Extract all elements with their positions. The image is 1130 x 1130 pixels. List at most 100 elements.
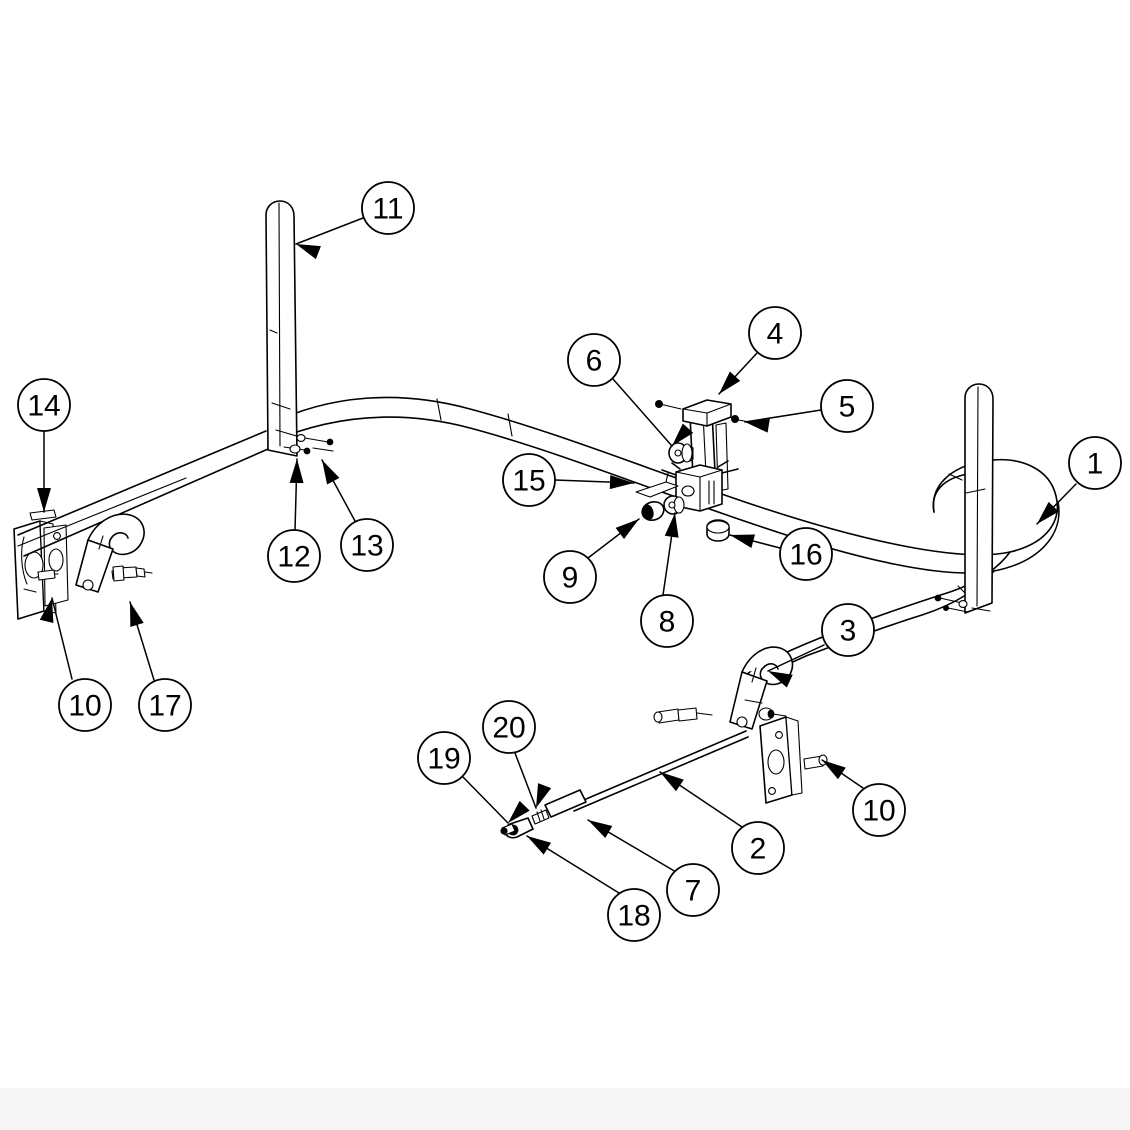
callout-balloon-10[interactable]: 10 [58,678,112,732]
leader-line-19 [461,775,509,824]
callout-balloon-7[interactable]: 7 [666,863,720,917]
leader-line-20 [514,752,537,809]
center-bracket-assembly [661,399,739,512]
callout-balloon-5[interactable]: 5 [820,379,874,433]
callout-circle-6[interactable] [567,333,621,387]
callout-balloon-10b[interactable]: 10 [852,783,906,837]
right-upright-hardware [934,594,991,613]
callout-number-10: 10 [68,690,101,723]
callout-number-10b: 10 [862,795,895,828]
callout-number-15: 15 [512,465,545,498]
leader-line-5 [744,409,822,423]
arrowhead-10 [39,598,54,623]
arrowhead-6 [672,423,694,446]
callout-balloon-18[interactable]: 18 [607,888,661,942]
right-end-bracket [759,716,803,804]
leader-line-3 [767,644,825,672]
callout-circle-11[interactable] [361,181,415,235]
block-screw-left [655,399,682,410]
callout-circle-16[interactable] [779,527,833,581]
arrowhead-11 [296,244,321,260]
block-screw-right [731,414,756,424]
callout-number-8: 8 [659,606,676,639]
leader-line-11 [295,217,364,245]
arrowhead-16 [730,534,755,548]
callout-balloon-19[interactable]: 19 [417,731,471,785]
left-upright-hardware [275,429,334,455]
callout-circle-7[interactable] [666,863,720,917]
callout-balloon-1[interactable]: 1 [1068,436,1122,490]
callout-number-13: 13 [350,530,383,563]
callout-balloon-11[interactable]: 11 [361,181,415,235]
callout-number-7: 7 [685,875,702,908]
callout-balloon-12[interactable]: 12 [267,529,321,583]
arrowhead-9 [615,519,639,540]
callout-number-12: 12 [277,541,310,574]
callout-number-6: 6 [586,345,603,378]
leader-line-6 [612,378,673,447]
arrowhead-17 [130,602,144,627]
arrowhead-15 [609,475,634,490]
callout-circle-12[interactable] [267,529,321,583]
callout-balloon-3[interactable]: 3 [821,603,875,657]
right-upright [964,383,994,614]
callout-balloon-8[interactable]: 8 [640,594,694,648]
arrowhead-3 [768,671,793,688]
callout-circle-9[interactable] [543,550,597,604]
arrowhead-1 [1037,501,1059,524]
left-shoulder-bolt [112,565,125,582]
callout-circle-3[interactable] [821,603,875,657]
callout-circle-4[interactable] [748,306,802,360]
callout-circle-8[interactable] [640,594,694,648]
arrowhead-8 [664,513,679,538]
callout-circle-5[interactable] [820,379,874,433]
callout-circle-14[interactable] [17,378,71,432]
callout-number-11: 11 [372,193,403,226]
callout-balloon-2[interactable]: 2 [731,821,785,875]
callout-number-3: 3 [840,615,857,648]
callout-circle-2[interactable] [731,821,785,875]
callout-circle-15[interactable] [502,453,556,507]
callout-balloon-6[interactable]: 6 [567,333,621,387]
right-pin-bolt [803,754,828,770]
callout-number-19: 19 [427,743,460,776]
arrowhead-5 [745,418,770,433]
callout-circle-1[interactable] [1068,436,1122,490]
callout-circle-18[interactable] [607,888,661,942]
callout-circle-20[interactable] [482,700,536,754]
callout-number-4: 4 [767,318,784,351]
callout-balloon-4[interactable]: 4 [748,306,802,360]
arrowhead-12 [289,459,304,484]
callout-number-2: 2 [750,833,767,866]
callout-circle-10[interactable] [58,678,112,732]
callout-number-14: 14 [27,390,60,423]
arrowhead-13 [322,460,340,485]
flat-bracket-plate [635,472,679,498]
callout-balloon-9[interactable]: 9 [543,550,597,604]
tie-rod-assembly [500,730,749,839]
callout-circle-19[interactable] [417,731,471,785]
callout-number-17: 17 [148,690,181,723]
hook-pivot-bolt [653,699,787,724]
callout-balloon-20[interactable]: 20 [482,700,536,754]
arrowhead-7 [588,820,613,839]
callout-circle-10b[interactable] [852,783,906,837]
callout-balloon-15[interactable]: 15 [502,453,556,507]
callout-circle-13[interactable] [340,518,394,572]
callout-number-16: 16 [789,539,822,572]
arrowhead-14 [37,488,51,512]
arrowhead-19 [508,800,530,823]
callout-balloon-16[interactable]: 16 [779,527,833,581]
callout-balloon-13[interactable]: 13 [340,518,394,572]
callout-circle-17[interactable] [138,678,192,732]
callout-number-5: 5 [839,391,856,424]
callout-balloon-14[interactable]: 14 [17,378,71,432]
callout-balloon-17[interactable]: 17 [138,678,192,732]
cap-plug [706,519,730,542]
left-upright [265,200,298,457]
arrowhead-2 [660,772,684,792]
callout-number-18: 18 [617,900,650,933]
bottom-edge-shade [0,1088,1130,1130]
